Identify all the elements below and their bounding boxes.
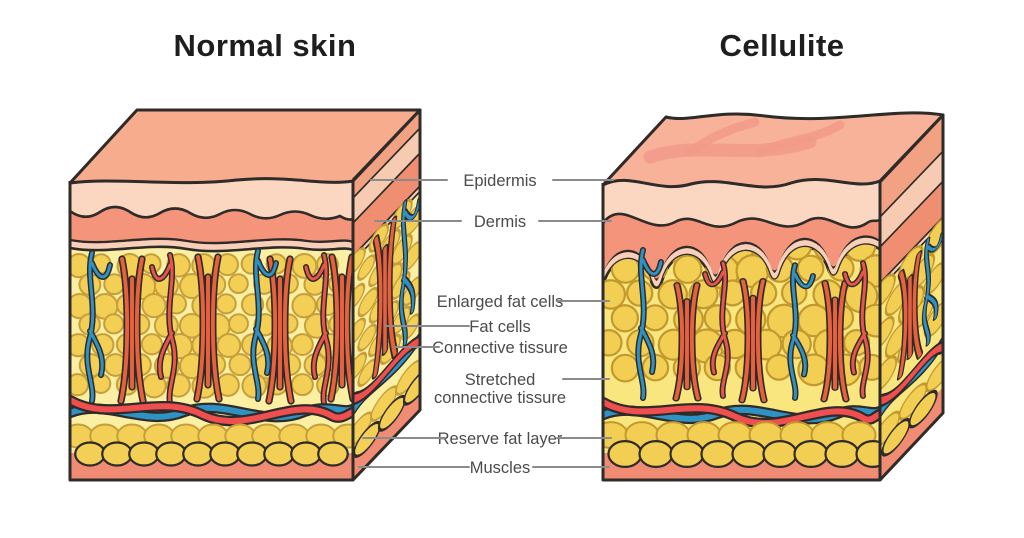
label-muscles: Muscles: [469, 459, 531, 477]
reserve-fat-layer: [70, 423, 353, 449]
leader-muscles-right: [532, 466, 610, 468]
label-connective-tissure: Connective tissure: [432, 339, 568, 357]
label-reserve-fat-layer: Reserve fat layer: [437, 430, 563, 448]
leader-dermis-right: [538, 220, 612, 222]
reserve-fat-layer: [603, 421, 877, 449]
leader-connective-tissure-left: [394, 346, 440, 348]
front-face: [70, 180, 353, 480]
leader-muscles-left: [358, 466, 470, 468]
leader-dermis-left: [374, 220, 462, 222]
normal-skin-block: [68, 108, 422, 482]
leader-fat-cells-left: [384, 325, 470, 327]
leader-epidermis-right: [552, 179, 614, 181]
label-fat-cells: Fat cells: [469, 318, 531, 336]
label-stretched-connective-tissure: Stretched connective tissure: [433, 371, 567, 408]
title-cellulite: Cellulite: [719, 28, 845, 63]
label-enlarged-fat-cells: Enlarged fat cells: [436, 293, 564, 311]
leader-stretched-connective-right: [562, 378, 610, 380]
leader-epidermis-left: [370, 179, 448, 181]
side-face: [880, 114, 943, 480]
side-reserve-fat-row: [353, 359, 420, 449]
horizontal-blood-vessels: [603, 396, 880, 429]
title-normal-skin: Normal skin: [173, 28, 357, 63]
stretch-marks: [643, 117, 845, 164]
horizontal-blood-vessels: [70, 394, 353, 427]
label-dermis: Dermis: [473, 213, 527, 231]
top-face: [68, 108, 422, 185]
front-face: [603, 180, 880, 480]
cellulite-block: [601, 111, 945, 482]
leader-reserve-fat-right: [556, 437, 612, 439]
label-epidermis: Epidermis: [463, 172, 537, 190]
side-face: [353, 110, 420, 480]
leader-enlarged-fat-cells-right: [556, 300, 610, 302]
leader-reserve-fat-left: [362, 437, 446, 439]
